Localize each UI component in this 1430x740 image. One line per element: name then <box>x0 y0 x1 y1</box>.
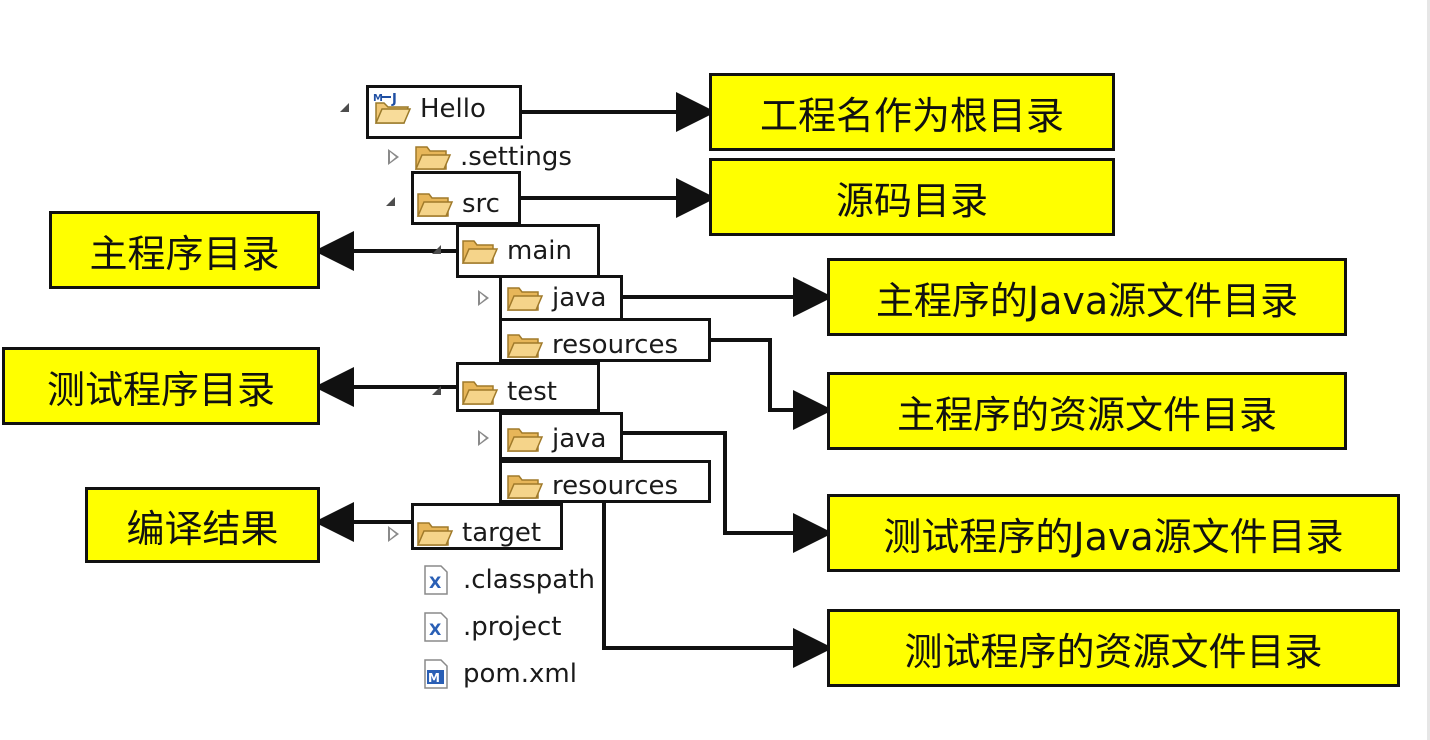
tree-label-classpath: .classpath <box>463 565 595 595</box>
callout-target-dir: 编译结果 <box>85 487 320 563</box>
folder-icon <box>506 287 544 311</box>
collapse-arrow-settings[interactable] <box>388 149 399 165</box>
svg-text:M: M <box>373 93 383 104</box>
arrow-test-resources <box>602 503 833 668</box>
callout-main-dir: 主程序目录 <box>49 211 320 289</box>
tree-item-hello[interactable]: M J Hello <box>372 89 486 129</box>
highlight-box-src <box>411 171 521 225</box>
highlight-box-test <box>456 362 600 412</box>
tree-item-src[interactable]: src <box>416 184 500 224</box>
right-edge-divider <box>1427 0 1430 740</box>
tree-item-main-java[interactable]: java <box>506 278 606 318</box>
highlight-box-target <box>411 503 563 550</box>
tree-item-test-resources[interactable]: resources <box>506 466 678 506</box>
tree-item-test[interactable]: test <box>461 372 557 412</box>
arrow-test-java <box>622 431 833 553</box>
callout-project-root: 工程名作为根目录 <box>709 73 1115 151</box>
folder-icon <box>461 381 499 405</box>
tree-label-main-resources: resources <box>552 330 679 360</box>
highlight-box-main <box>456 224 600 278</box>
callout-main-java: 主程序的Java源文件目录 <box>827 258 1347 336</box>
tree-label-main-java: java <box>552 283 607 313</box>
svg-text:X: X <box>429 573 442 592</box>
folder-icon <box>506 475 544 499</box>
highlight-box-hello <box>366 85 522 139</box>
svg-text:J: J <box>391 92 397 107</box>
tree-label-test-resources: resources <box>552 471 679 501</box>
folder-icon <box>416 193 454 217</box>
tree-label-main: main <box>507 236 572 266</box>
tree-label-pom: pom.xml <box>463 659 577 689</box>
tree-label-project: .project <box>463 612 562 642</box>
expand-arrow-src[interactable] <box>386 197 395 206</box>
folder-icon <box>416 522 454 546</box>
tree-item-test-java[interactable]: java <box>506 419 606 459</box>
folder-icon <box>461 240 499 264</box>
tree-item-pom[interactable]: M pom.xml <box>423 654 577 694</box>
folder-icon <box>506 334 544 358</box>
callout-test-java: 测试程序的Java源文件目录 <box>827 494 1400 572</box>
highlight-box-test-java <box>499 412 623 460</box>
callout-main-resources: 主程序的资源文件目录 <box>827 372 1347 450</box>
expand-arrow-test[interactable] <box>432 386 441 395</box>
tree-item-project[interactable]: X .project <box>423 607 562 647</box>
tree-label-hello: Hello <box>420 94 486 124</box>
expand-arrow-main[interactable] <box>432 245 441 254</box>
folder-icon <box>414 146 452 170</box>
callout-test-resources: 测试程序的资源文件目录 <box>827 609 1400 687</box>
tree-label-test-java: java <box>552 424 607 454</box>
tree-label-test: test <box>507 377 557 407</box>
tree-item-classpath[interactable]: X .classpath <box>423 560 595 600</box>
xml-file-icon: X <box>424 612 448 642</box>
tree-item-main-resources[interactable]: resources <box>506 325 678 365</box>
highlight-box-test-resources <box>499 460 711 503</box>
highlight-box-main-java <box>499 275 623 321</box>
tree-item-target[interactable]: target <box>416 513 541 553</box>
collapse-arrow-main-java[interactable] <box>478 290 489 306</box>
maven-pom-icon: M <box>424 659 448 689</box>
arrow-main-resources <box>711 338 833 430</box>
maven-project-icon: M J <box>373 92 412 124</box>
svg-text:X: X <box>429 620 442 639</box>
folder-icon <box>506 428 544 452</box>
svg-text:M: M <box>428 671 440 685</box>
tree-label-settings: .settings <box>460 142 572 172</box>
expand-arrow-hello[interactable] <box>340 103 349 112</box>
xml-file-icon: X <box>424 565 448 595</box>
tree-item-main[interactable]: main <box>461 231 572 271</box>
highlight-box-main-resources <box>499 318 711 362</box>
tree-label-target: target <box>462 518 542 548</box>
collapse-arrow-test-java[interactable] <box>478 430 489 446</box>
tree-item-settings[interactable]: .settings <box>414 137 572 177</box>
tree-label-src: src <box>462 189 500 219</box>
callout-test-dir: 测试程序目录 <box>2 347 320 425</box>
collapse-arrow-target[interactable] <box>388 526 399 542</box>
callout-source-dir: 源码目录 <box>709 158 1115 236</box>
